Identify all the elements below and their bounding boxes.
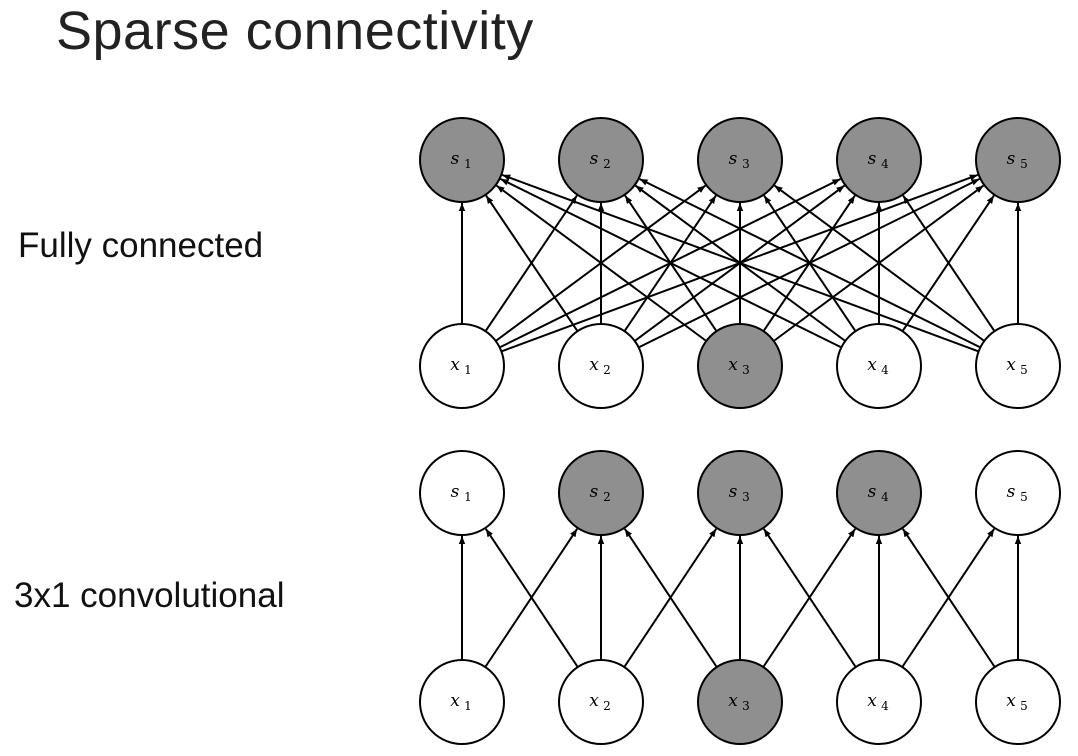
fc-output-node-s1-letter: s xyxy=(451,149,460,169)
fc-output-node-s5-letter: s xyxy=(1007,149,1016,169)
conv-output-node-s2-circle xyxy=(558,450,644,536)
conv-output-node-s5-circle xyxy=(975,450,1061,536)
slide-title: Sparse connectivity xyxy=(56,1,534,61)
conv-edge-x4-s3 xyxy=(762,528,857,668)
conv-input-node-x4-letter: x xyxy=(867,691,877,711)
fc-edge-x5-s2 xyxy=(639,178,981,349)
fc-output-node-s3-circle xyxy=(697,117,783,203)
conv-input-node-x3-letter: x xyxy=(728,691,738,711)
conv-edge-x5-s4 xyxy=(901,528,996,668)
fc-output-node-s5-subscript: 5 xyxy=(1020,157,1028,171)
conv-input-node-x1-letter: x xyxy=(450,691,460,711)
conv-input-node-x1-subscript: 1 xyxy=(464,699,472,713)
fc-input-node-x4-letter: x xyxy=(867,355,877,375)
conv-output-node-s4-letter: s xyxy=(868,482,877,502)
fc-edge-x3-s1 xyxy=(495,184,707,342)
conv-input-node-x2-letter: x xyxy=(589,691,599,711)
fc-input-node-x3-circle xyxy=(697,323,783,409)
conv-input-node-x4-subscript: 4 xyxy=(881,699,889,713)
conv-output-node-s4-circle xyxy=(836,450,922,536)
conv-input-node-x3-subscript: 3 xyxy=(742,699,750,713)
fc-output-node-s3-subscript: 3 xyxy=(742,157,750,171)
fc-input-node-x1-subscript: 1 xyxy=(464,363,472,377)
fc-edge-x2-s1 xyxy=(485,195,579,332)
fc-edge-x5-s1 xyxy=(501,173,979,353)
fc-input-node-x5-subscript: 5 xyxy=(1020,363,1028,377)
conv-output-node-s3-letter: s xyxy=(729,482,738,502)
fc-input-node-x4-circle xyxy=(836,323,922,409)
fc-output-node-s2-letter: s xyxy=(590,149,599,169)
fc-output-node-s1-subscript: 1 xyxy=(464,157,472,171)
fc-input-node-x5-letter: x xyxy=(1006,355,1016,375)
conv-output-node-s1-circle xyxy=(419,450,505,536)
conv-output-node-s1-letter: s xyxy=(451,482,460,502)
conv-input-node-x4-circle xyxy=(836,659,922,745)
conv-input-node-x1-circle xyxy=(419,659,505,745)
fc-input-node-x4-subscript: 4 xyxy=(881,363,889,377)
fc-input-node-x2-letter: x xyxy=(589,355,599,375)
fc-edge-x4-s1 xyxy=(500,178,842,349)
conv-edge-x2-s1 xyxy=(484,528,579,668)
conv-input-node-x5-subscript: 5 xyxy=(1020,699,1028,713)
convolutional-label: 3x1 convolutional xyxy=(14,576,285,615)
fc-output-node-s4-subscript: 4 xyxy=(881,157,889,171)
fc-edge-x5-s3 xyxy=(773,184,985,342)
conv-output-node-s5-letter: s xyxy=(1007,482,1016,502)
fc-output-node-s4-letter: s xyxy=(868,149,877,169)
conv-edge-x3-s2 xyxy=(623,528,718,668)
fc-input-node-x2-circle xyxy=(558,323,644,409)
conv-input-node-x5-letter: x xyxy=(1006,691,1016,711)
conv-output-node-s2-letter: s xyxy=(590,482,599,502)
conv-input-node-x2-subscript: 2 xyxy=(603,699,611,713)
conv-output-node-s4-subscript: 4 xyxy=(881,490,889,504)
conv-output-node-s1-subscript: 1 xyxy=(464,490,472,504)
fc-input-node-x3-letter: x xyxy=(728,355,738,375)
fc-input-node-x5-circle xyxy=(975,323,1061,409)
fc-input-node-x2-subscript: 2 xyxy=(603,363,611,377)
conv-input-node-x2-circle xyxy=(558,659,644,745)
fc-input-node-x3-subscript: 3 xyxy=(742,363,750,377)
fc-input-node-x1-circle xyxy=(419,323,505,409)
fc-output-node-s2-subscript: 2 xyxy=(603,157,611,171)
conv-output-node-s3-circle xyxy=(697,450,783,536)
conv-output-node-s5-subscript: 5 xyxy=(1020,490,1028,504)
fc-output-node-s1-circle xyxy=(419,117,505,203)
fc-input-node-x1-letter: x xyxy=(450,355,460,375)
fc-output-node-s3-letter: s xyxy=(729,149,738,169)
conv-output-node-s3-subscript: 3 xyxy=(742,490,750,504)
conv-input-node-x5-circle xyxy=(975,659,1061,745)
conv-output-node-s2-subscript: 2 xyxy=(603,490,611,504)
fc-output-node-s5-circle xyxy=(975,117,1061,203)
fc-edge-x5-s4 xyxy=(902,195,996,332)
fully-connected-label: Fully connected xyxy=(18,226,264,265)
fc-output-node-s4-circle xyxy=(836,117,922,203)
fc-output-node-s2-circle xyxy=(558,117,644,203)
conv-input-node-x3-circle xyxy=(697,659,783,745)
